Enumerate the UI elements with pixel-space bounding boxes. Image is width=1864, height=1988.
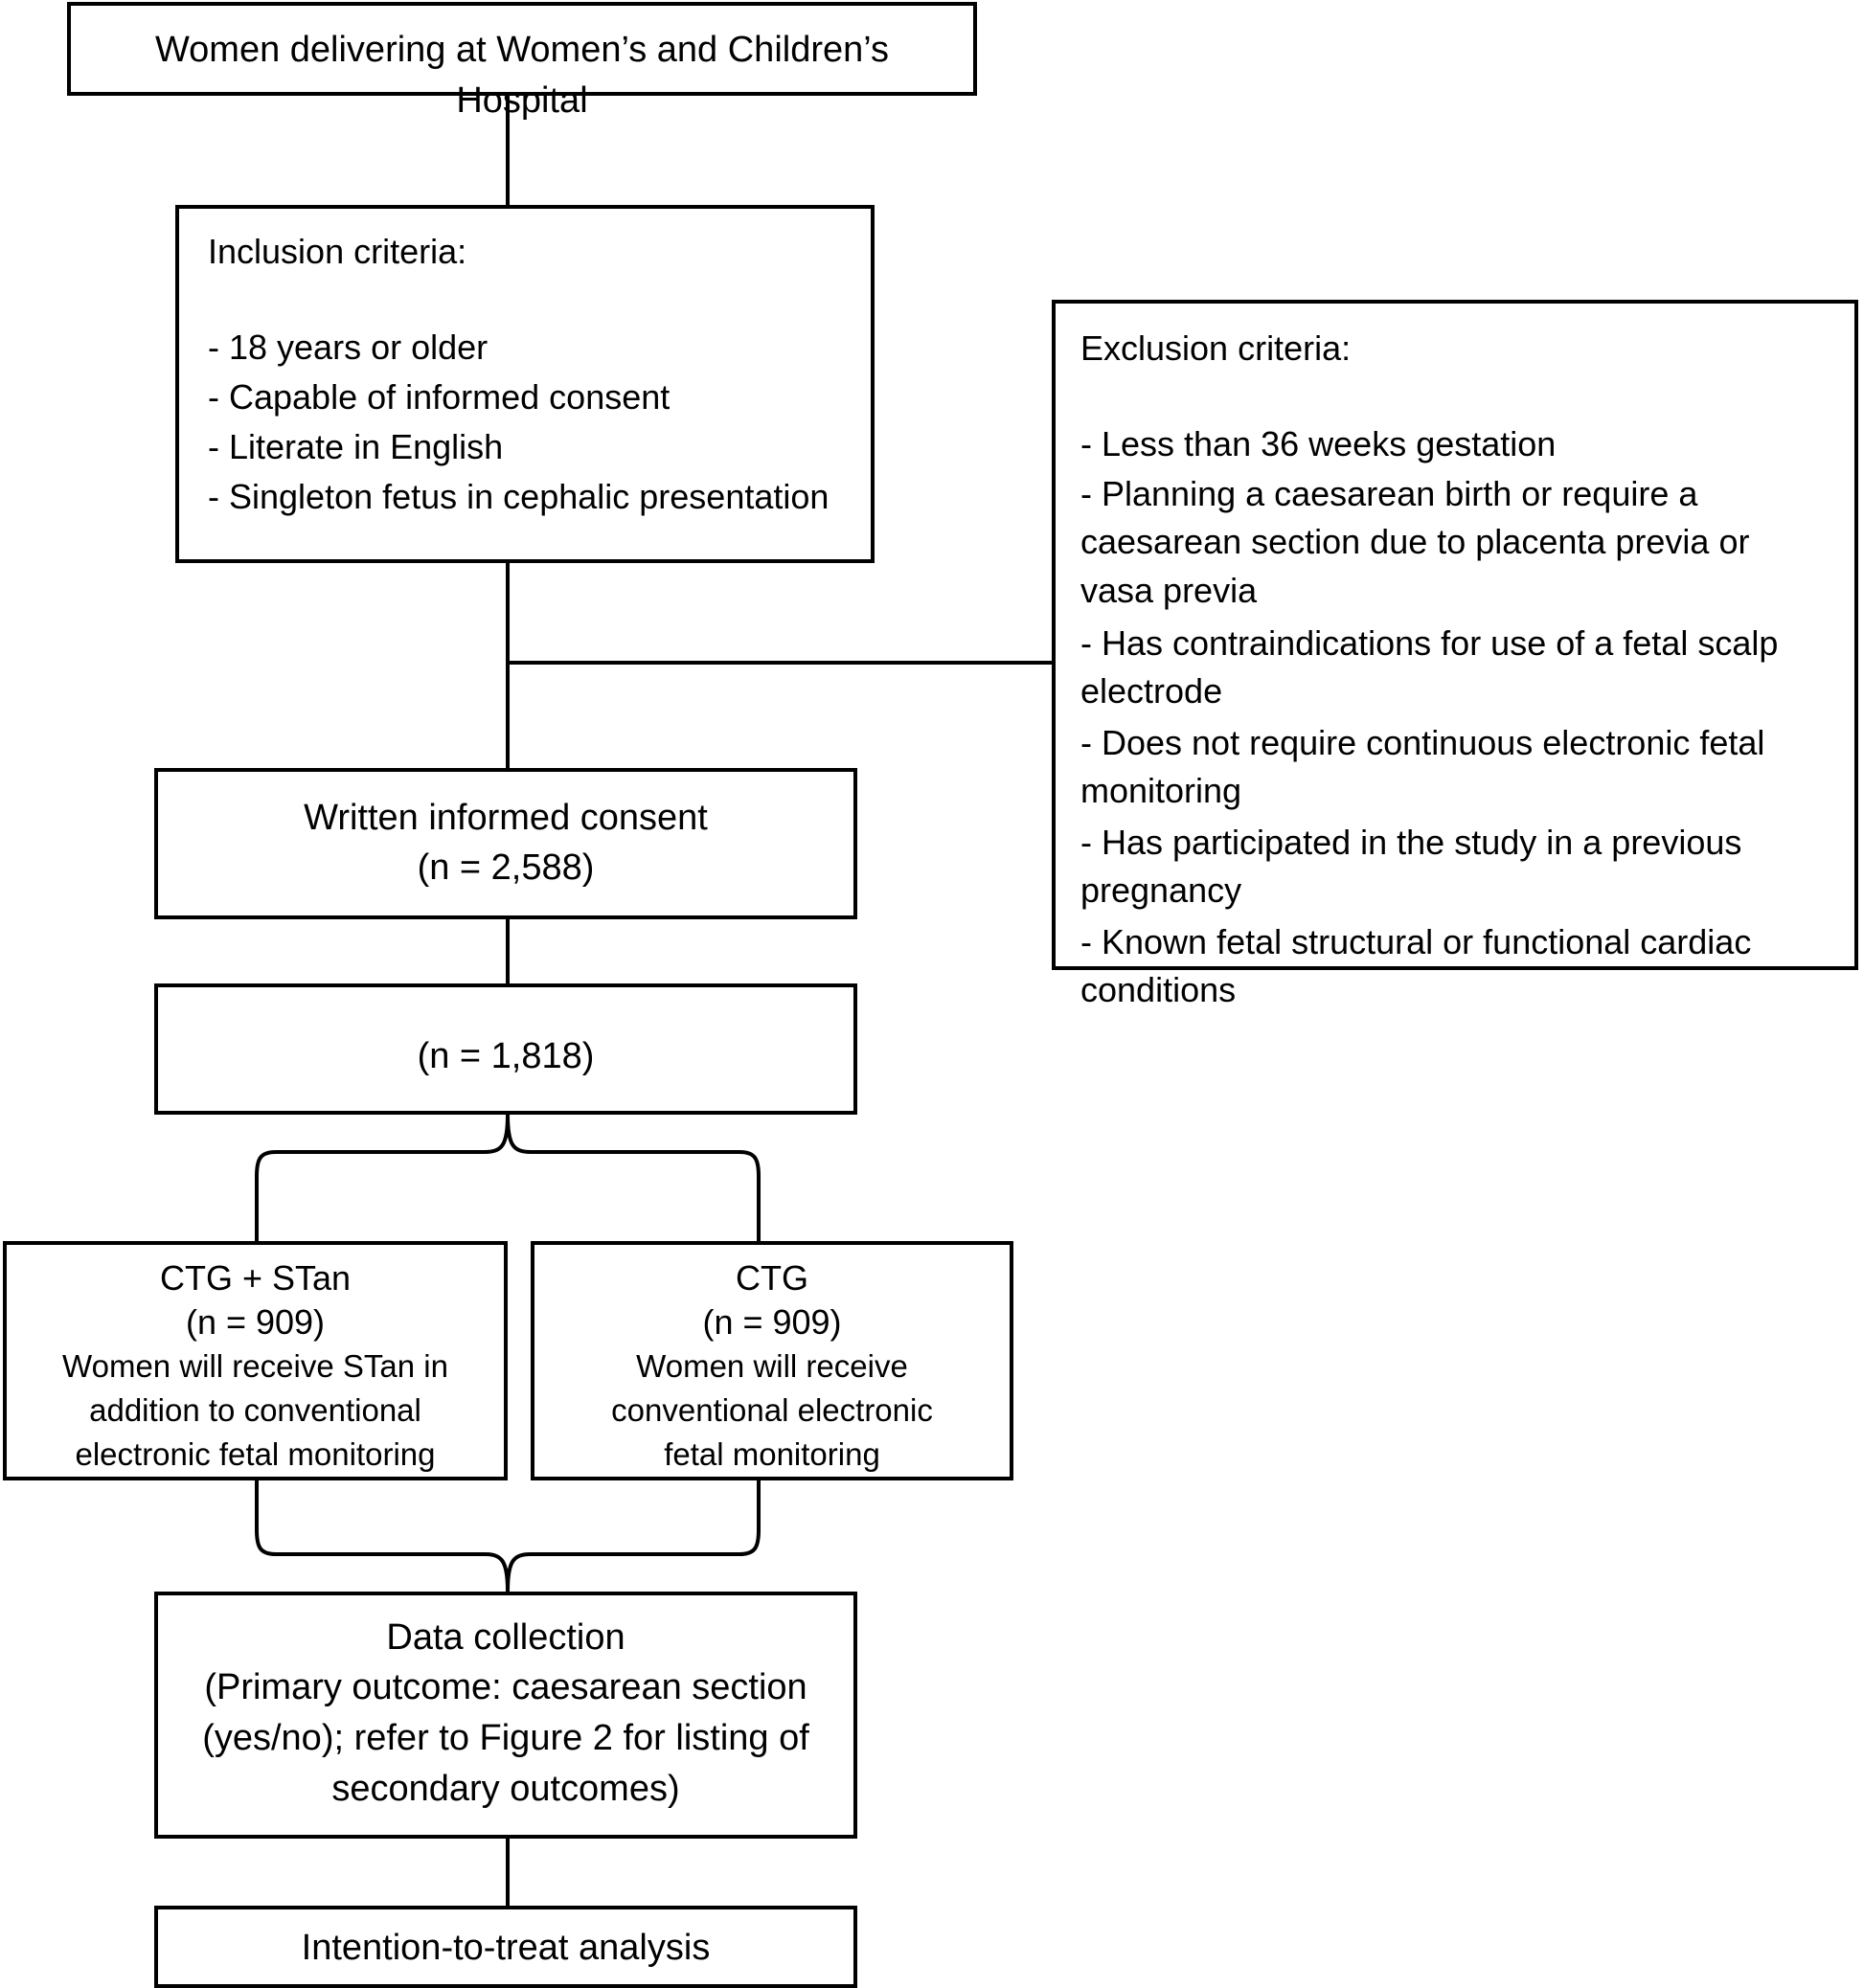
intention-to-treat-label: Intention-to-treat analysis [301,1928,711,1968]
written-consent-count: (n = 2,588) [417,847,595,888]
arm-ctg-description: Women will receive conventional electron… [611,1348,943,1473]
inclusion-item-3: - Singleton fetus in cephalic presentati… [208,477,830,516]
exclusion-item-4: - Has participated in the study in a pre… [1080,823,1752,911]
arm-ctg-count: (n = 909) [702,1302,842,1342]
node-inclusion-criteria: Inclusion criteria: - 18 years or older … [175,205,875,563]
exclusion-heading: Exclusion criteria: [1080,328,1352,368]
data-collection-detail: (Primary outcome: caesarean section (yes… [202,1667,820,1810]
connector-merge-brace-right [506,1480,761,1593]
inclusion-item-0: - 18 years or older [208,328,489,367]
node-arm-ctg: CTG (n = 909) Women will receive convent… [531,1241,1013,1480]
source-population-label: Women delivering at Women’s and Children… [154,30,899,122]
node-exclusion-criteria: Exclusion criteria: - Less than 36 weeks… [1052,300,1858,1009]
node-written-consent: Written informed consent (n = 2,588) [154,768,857,919]
arm-ctg-stan-title: CTG + STan [159,1258,352,1298]
data-collection-title: Data collection [386,1617,625,1658]
exclusion-item-2: - Has contraindications for use of a fet… [1080,623,1788,712]
node-source-population: Women delivering at Women’s and Children… [67,2,977,121]
connector-split-brace-right [506,1114,761,1241]
node-intention-to-treat: Intention-to-treat analysis [154,1906,857,1988]
node-arm-ctg-stan: CTG + STan (n = 909) Women will receive … [3,1241,508,1480]
arm-ctg-stan-count: (n = 909) [185,1302,326,1342]
exclusion-item-1: - Planning a caesarean birth or require … [1080,474,1760,610]
connector-merge-brace-left [255,1480,510,1593]
connector-split-brace [255,1114,510,1241]
inclusion-heading: Inclusion criteria: [208,232,467,271]
node-data-collection: Data collection (Primary outcome: caesar… [154,1592,857,1839]
inclusion-item-1: - Capable of informed consent [208,377,671,417]
arm-ctg-stan-description: Women will receive STan in addition to c… [62,1348,458,1473]
arm-ctg-title: CTG [736,1258,808,1298]
node-randomised: (n = 1,818) [154,983,857,1115]
exclusion-item-3: - Does not require continuous electronic… [1080,723,1775,811]
inclusion-item-2: - Literate in English [208,427,504,466]
exclusion-item-0: - Less than 36 weeks gestation [1080,424,1557,463]
exclusion-item-5: - Known fetal structural or functional c… [1080,922,1762,1010]
randomised-count: (n = 1,818) [417,1036,595,1076]
written-consent-label: Written informed consent [304,798,708,838]
